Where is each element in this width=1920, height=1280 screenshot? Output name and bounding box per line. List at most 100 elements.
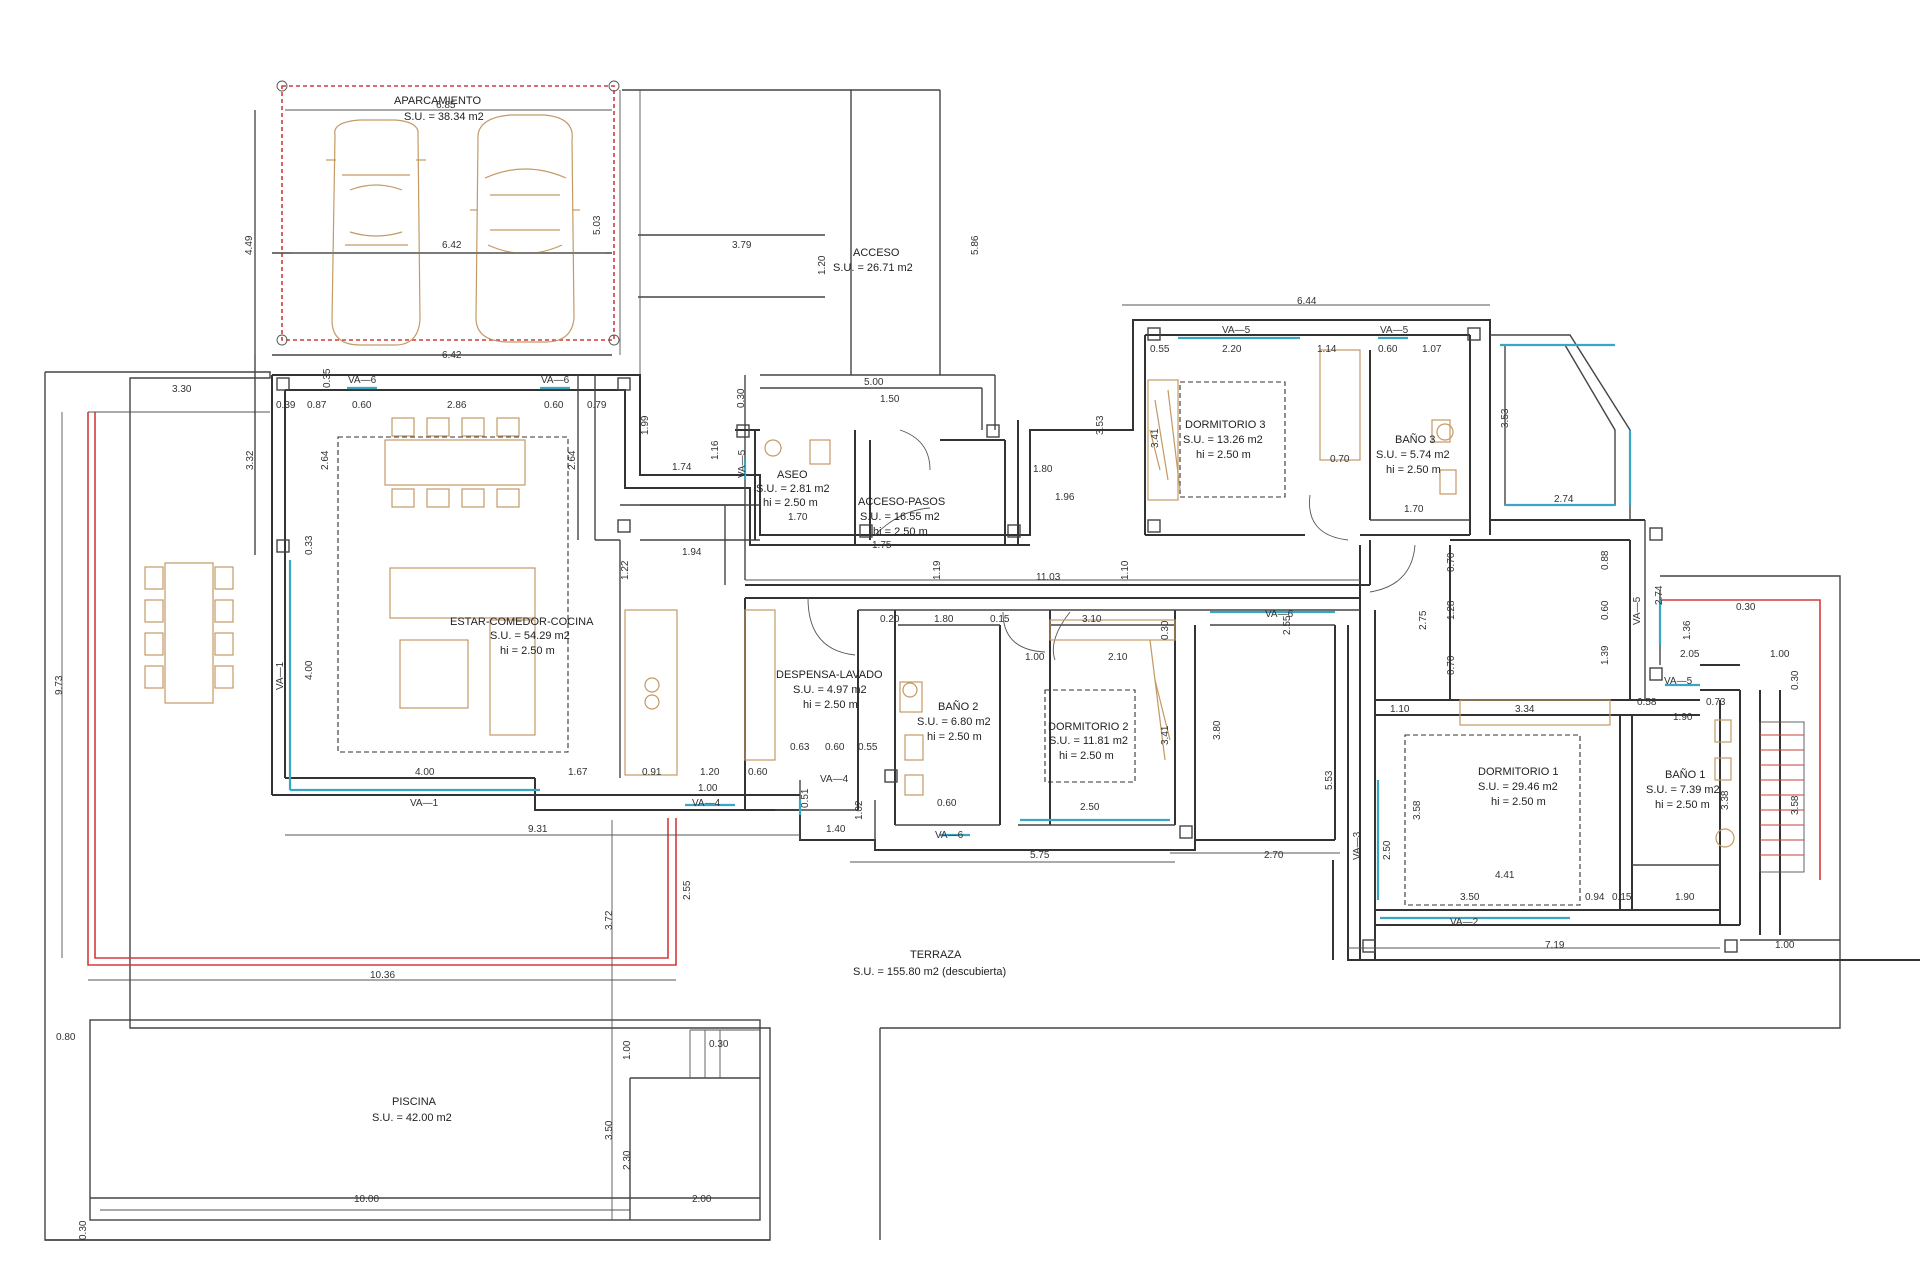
dimension-label: 0.73 bbox=[1706, 697, 1726, 708]
dimension-label: 3.58 bbox=[1790, 795, 1801, 815]
dimension-label: 10.36 bbox=[370, 970, 395, 981]
dimension-label: 0.30 bbox=[736, 388, 747, 408]
room-name: BAÑO 3 bbox=[1395, 433, 1435, 446]
dimension-label: 2.50 bbox=[1382, 840, 1393, 860]
dimension-label: 4.00 bbox=[415, 767, 435, 778]
dimension-label: 2.64 bbox=[567, 450, 578, 470]
dimension-label: 0.60 bbox=[748, 767, 768, 778]
dimension-label: 2.86 bbox=[447, 400, 467, 411]
window-tag: VA—5 bbox=[737, 449, 748, 478]
window-tag: VA—6 bbox=[541, 375, 570, 386]
dimension-label: 2.05 bbox=[1680, 649, 1700, 660]
dimension-label: 1.99 bbox=[640, 415, 651, 435]
room-terraza: TERRAZA S.U. = 155.80 m2 (descubierta) bbox=[853, 949, 1006, 978]
dimension-label: 5.86 bbox=[970, 235, 981, 255]
dimension-label: 5.00 bbox=[864, 377, 884, 388]
room-height: hi = 2.50 m bbox=[1386, 464, 1441, 476]
room-estar: ESTAR-COMEDOR-COCINA S.U. = 54.29 m2 hi … bbox=[450, 616, 594, 657]
dimension-label: 0.30 bbox=[1736, 602, 1756, 613]
dimension-label: 2.55 bbox=[682, 880, 693, 900]
dimension-label: 1.22 bbox=[620, 560, 631, 580]
room-name: DORMITORIO 3 bbox=[1185, 419, 1265, 431]
dimension-label: 2.74 bbox=[1654, 585, 1665, 605]
window-tag: VA—5 bbox=[1664, 676, 1693, 687]
dimension-label: 1.14 bbox=[1317, 344, 1337, 355]
dimension-label: 2.20 bbox=[1222, 344, 1242, 355]
dimension-label: 4.49 bbox=[244, 235, 255, 255]
dimension-label: 1.00 bbox=[698, 783, 718, 794]
dimension-label: 5.75 bbox=[1030, 850, 1050, 861]
dimension-lines bbox=[61, 90, 1720, 1220]
room-name: DESPENSA-LAVADO bbox=[776, 669, 883, 681]
dimension-label: 1.70 bbox=[788, 512, 808, 523]
dimension-label: 0.55 bbox=[858, 742, 878, 753]
room-name: ACCESO bbox=[853, 247, 900, 259]
room-height: hi = 2.50 m bbox=[500, 645, 555, 657]
dimension-label: 3.41 bbox=[1150, 428, 1161, 448]
room-name: DORMITORIO 1 bbox=[1478, 766, 1558, 778]
window-tag: VA—5 bbox=[1632, 596, 1643, 625]
window-tag: VA—4 bbox=[820, 774, 849, 785]
dimension-label: 0.70 bbox=[1446, 655, 1457, 675]
room-area: S.U. = 26.71 m2 bbox=[833, 262, 913, 274]
house-walls bbox=[271, 319, 1920, 961]
window-tag: VA—5 bbox=[1222, 325, 1251, 336]
car-icon bbox=[326, 119, 426, 346]
window-openings bbox=[288, 336, 1700, 920]
window-tag: VA—6 bbox=[935, 830, 964, 841]
dimension-label: 0.87 bbox=[307, 400, 327, 411]
dimension-label: 1.02 bbox=[854, 800, 865, 820]
dimension-label: 1.39 bbox=[1600, 645, 1611, 665]
room-height: hi = 2.50 m bbox=[873, 526, 928, 538]
dimension-label: 2.75 bbox=[1418, 610, 1429, 630]
dimension-label: 1.00 bbox=[1770, 649, 1790, 660]
dimension-label: 6.42 bbox=[442, 240, 462, 251]
door-swings bbox=[807, 429, 1416, 661]
window-tags: VA—6 VA—6 VA—5 VA—5 VA—1 VA—4 VA—4 VA—6 … bbox=[275, 325, 1693, 928]
dimension-label: 0.35 bbox=[322, 368, 333, 388]
dimension-label: 1.90 bbox=[1673, 712, 1693, 723]
dimension-label: 3.30 bbox=[172, 384, 192, 395]
dimension-label: 5.03 bbox=[592, 215, 603, 235]
dimension-label: 0.39 bbox=[276, 400, 296, 411]
dimension-label: 5.53 bbox=[1324, 770, 1335, 790]
dimension-label: 0.55 bbox=[1150, 344, 1170, 355]
structural-columns bbox=[276, 327, 1738, 953]
room-despensa: DESPENSA-LAVADO S.U. = 4.97 m2 hi = 2.50… bbox=[776, 669, 883, 711]
room-name: TERRAZA bbox=[910, 949, 962, 961]
dimension-label: 2.10 bbox=[1108, 652, 1128, 663]
room-area: S.U. = 4.97 m2 bbox=[793, 684, 867, 696]
dimension-label: 2.74 bbox=[1554, 494, 1574, 505]
dimension-label: 1.80 bbox=[1033, 464, 1053, 475]
dimension-label: 1.10 bbox=[1390, 704, 1410, 715]
room-height: hi = 2.50 m bbox=[1059, 750, 1114, 762]
dimension-label: 0.60 bbox=[1600, 600, 1611, 620]
window-tag: VA—4 bbox=[692, 798, 721, 809]
dimension-label: 1.36 bbox=[1682, 620, 1693, 640]
dimension-label: 1.00 bbox=[1025, 652, 1045, 663]
dimension-label: 0.88 bbox=[1600, 550, 1611, 570]
room-area: S.U. = 16.55 m2 bbox=[860, 511, 940, 523]
dimension-label: 0.79 bbox=[587, 400, 607, 411]
dimension-label: 0.20 bbox=[880, 614, 900, 625]
dimension-label: 2.30 bbox=[622, 1150, 633, 1170]
room-area: S.U. = 2.81 m2 bbox=[756, 483, 830, 495]
dimension-label: 3.53 bbox=[1500, 408, 1511, 428]
dimension-label: 1.75 bbox=[872, 540, 892, 551]
room-height: hi = 2.50 m bbox=[803, 699, 858, 711]
dimension-label: 1.50 bbox=[880, 394, 900, 405]
room-name: BAÑO 2 bbox=[938, 700, 978, 713]
dimension-label: 3.53 bbox=[1095, 415, 1106, 435]
dimension-label: 3.72 bbox=[604, 910, 615, 930]
room-aparcamiento: APARCAMIENTO S.U. = 38.34 m2 bbox=[394, 95, 484, 123]
pool bbox=[89, 1019, 761, 1221]
dimension-label: 6.85 bbox=[436, 100, 456, 111]
dimension-label: 3.50 bbox=[604, 1120, 615, 1140]
dimension-label: 0.60 bbox=[1378, 344, 1398, 355]
room-bano3: BAÑO 3 S.U. = 5.74 m2 hi = 2.50 m bbox=[1376, 433, 1450, 476]
dimension-label: 0.58 bbox=[1637, 697, 1657, 708]
dimension-label: 1.20 bbox=[817, 255, 828, 275]
dimension-label: 2.64 bbox=[320, 450, 331, 470]
dimension-label: 1.28 bbox=[1446, 600, 1457, 620]
